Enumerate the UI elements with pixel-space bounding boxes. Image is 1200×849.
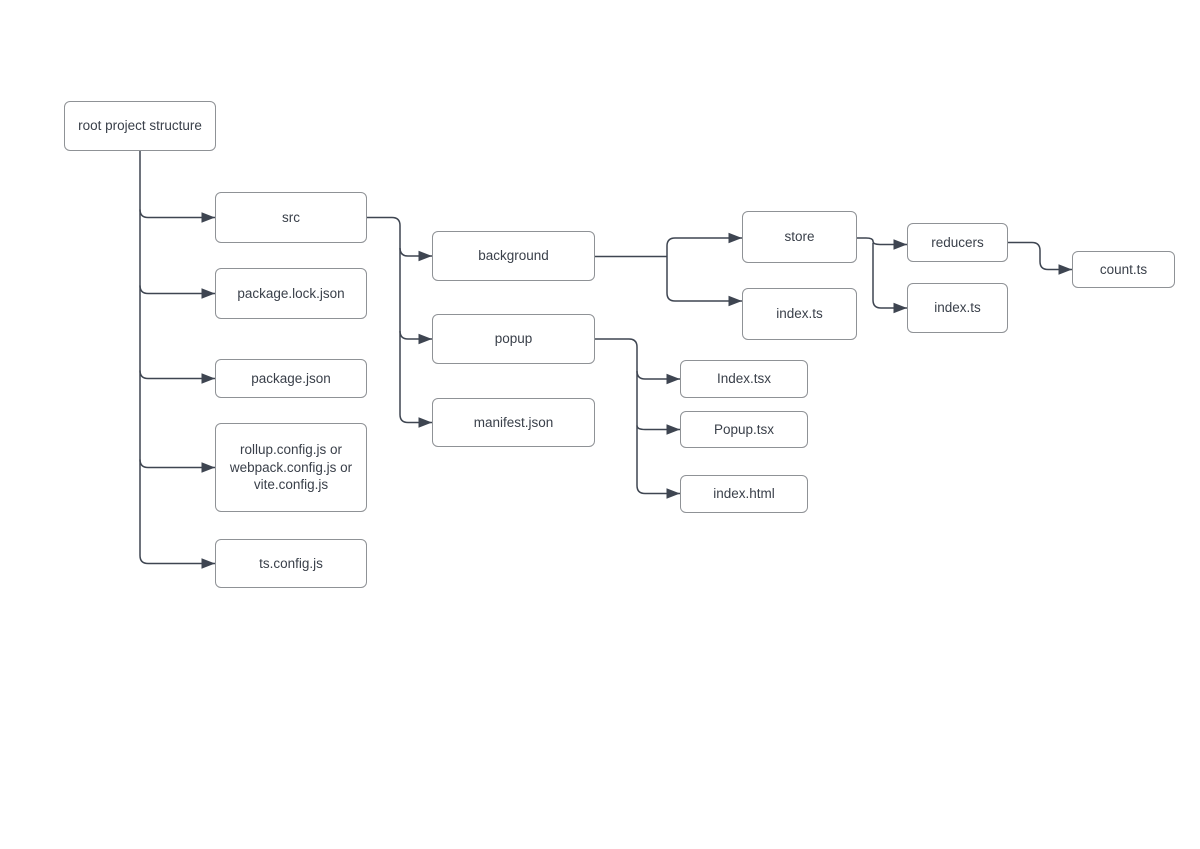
node-root: root project structure [64,101,216,151]
edge-background-to-store [666,232,742,257]
node-reducers: reducers [907,223,1008,262]
node-index-tsx: Index.tsx [680,360,808,398]
node-package-lock-json: package.lock.json [215,268,367,319]
node-popup-tsx: Popup.tsx [680,411,808,448]
edge-root-to-src [139,209,215,223]
edge-popup-to-index-html [595,338,680,499]
edge-background-to-index-ts [666,256,742,307]
edge-root-to-package-json [139,370,215,384]
node-ts-config-js: ts.config.js [215,539,367,588]
node-popup: popup [432,314,595,364]
node-bundler-config: rollup.config.js or webpack.config.js or… [215,423,367,512]
node-store: store [742,211,857,263]
edge-popup-to-popup-tsx [636,424,680,435]
edge-src-to-popup [399,330,432,345]
edge-src-to-manifest [367,216,432,428]
edge-popup-to-index-tsx [636,370,680,385]
edge-reducers-to-count-ts [1008,241,1072,275]
node-index-ts-background: index.ts [742,288,857,340]
node-index-ts-store: index.ts [907,283,1008,333]
edge-src-to-background [399,247,432,262]
edge-root-to-bundler-config [139,459,215,473]
edge-store-to-index-ts [872,243,907,314]
node-background: background [432,231,595,281]
node-index-html: index.html [680,475,808,513]
node-count-ts: count.ts [1072,251,1175,288]
edge-store-to-reducers [857,237,907,250]
node-src: src [215,192,367,243]
edge-root-to-package-lock [139,285,215,299]
node-manifest-json: manifest.json [432,398,595,447]
node-package-json: package.json [215,359,367,398]
edge-root-to-ts-config [139,151,215,569]
